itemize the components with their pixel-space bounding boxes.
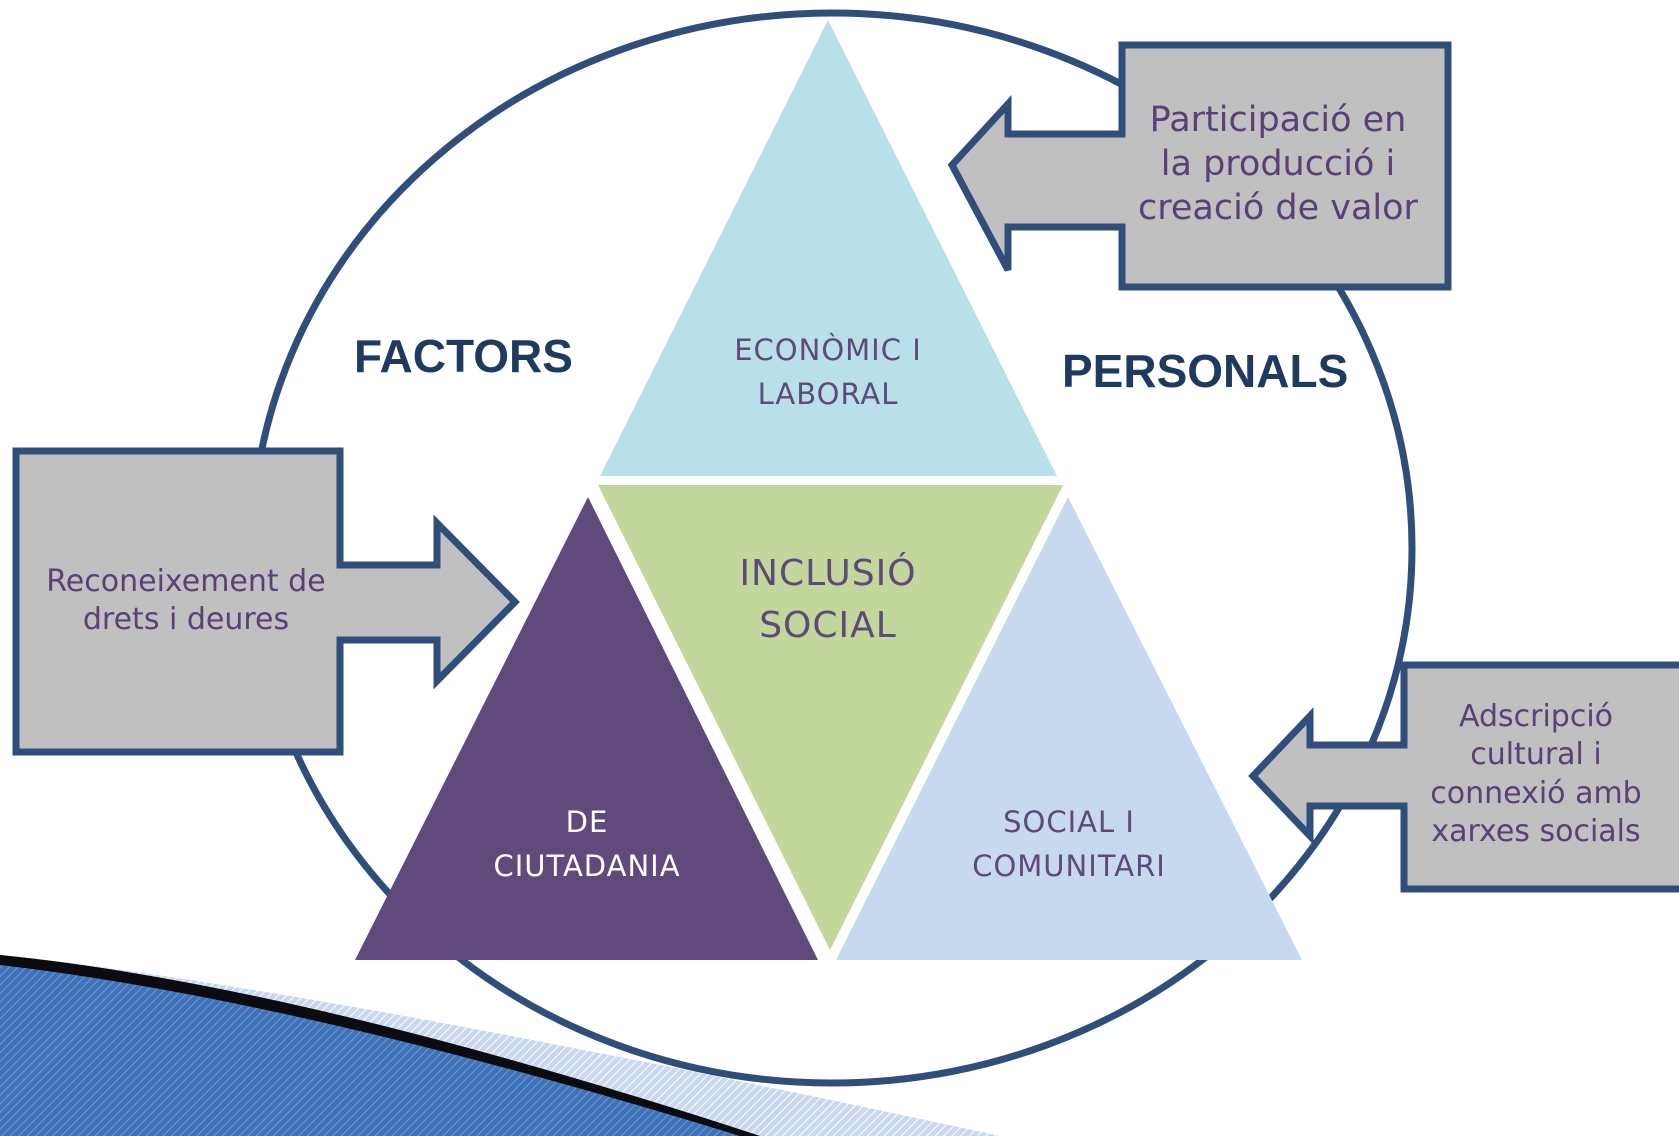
left-triangle-label-line1: DE (566, 805, 609, 839)
center-triangle (598, 485, 1063, 950)
left-triangle (355, 497, 818, 960)
box-bottom-right-line3: connexió amb (1430, 776, 1641, 811)
personals-label: PERSONALS (1062, 345, 1348, 397)
decorative-swoosh (0, 955, 1000, 1136)
center-label-line2: SOCIAL (759, 605, 897, 646)
factors-label: FACTORS (354, 330, 573, 382)
right-triangle (836, 497, 1302, 960)
box-top-right-line2: la producció i (1161, 144, 1395, 184)
right-triangle-label-line1: SOCIAL I (1003, 805, 1135, 839)
top-triangle (600, 20, 1057, 476)
top-triangle-label-line1: ECONÒMIC I (734, 333, 922, 367)
arrow-box-top-right (947, 41, 1452, 291)
left-triangle-label-line2: CIUTADANIA (493, 849, 680, 883)
box-left-line1: Reconeixement de (46, 564, 325, 599)
right-triangle-label-line2: COMUNITARI (972, 849, 1166, 883)
box-bottom-right-line2: cultural i (1470, 737, 1602, 772)
box-bottom-right-line4: xarxes socials (1431, 814, 1640, 849)
arrow-box-bottom-right (1248, 661, 1679, 893)
top-triangle-label-line2: LABORAL (758, 377, 899, 411)
center-label-line1: INCLUSIÓ (739, 552, 916, 594)
box-left-line2: drets i deures (83, 602, 289, 637)
box-top-right-line3: creació de valor (1138, 188, 1419, 228)
box-top-right-line1: Participació en (1150, 100, 1407, 140)
arrow-box-left (12, 447, 520, 756)
box-bottom-right-line1: Adscripció (1459, 699, 1613, 734)
